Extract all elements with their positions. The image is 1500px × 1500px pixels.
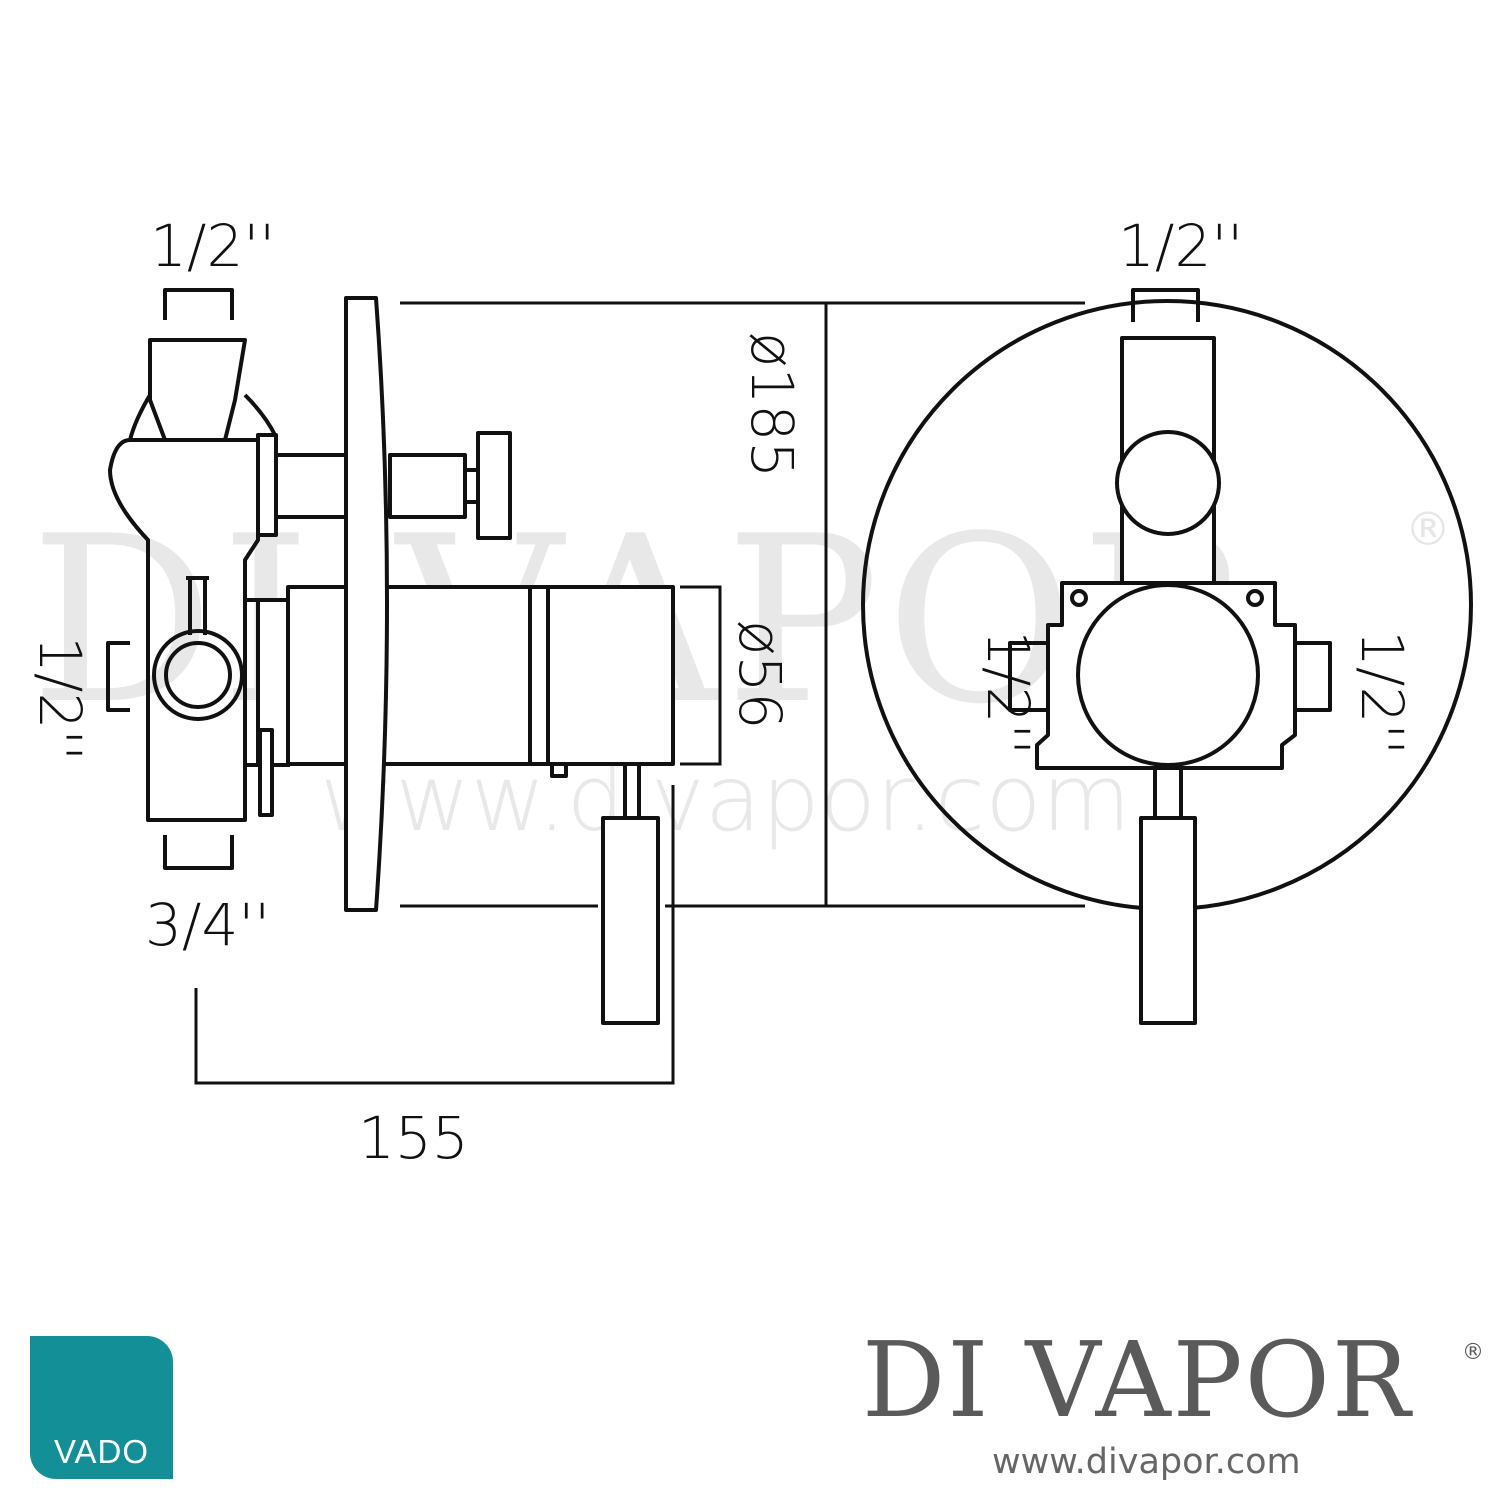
front-lever-handle — [1139, 816, 1197, 1025]
front-view — [861, 288, 1473, 1025]
side-diverter-spindle-out — [388, 453, 467, 519]
label-side-left-inlet: 1/2'' — [26, 636, 94, 761]
side-valve-body — [108, 438, 260, 822]
label-side-bottom-outlet: 3/4'' — [145, 891, 270, 959]
front-left-inlet — [1008, 641, 1048, 712]
side-faceplate — [344, 296, 389, 912]
side-port-inner — [164, 641, 232, 709]
label-face-diameter: ø185 — [738, 332, 806, 478]
front-lever-stem — [1153, 766, 1183, 822]
label-front-right-inlet: 1/2'' — [1348, 630, 1416, 755]
side-diverter-knob — [476, 431, 512, 540]
side-lever-stem — [623, 762, 641, 821]
dim-56-bracket — [680, 585, 722, 766]
label-body-diameter: ø56 — [726, 620, 794, 729]
vado-logo: VADO — [30, 1336, 173, 1479]
side-top-spout-flare — [128, 393, 277, 441]
label-front-top-inlet: 1/2'' — [1118, 212, 1243, 280]
label-depth: 155 — [358, 1104, 469, 1172]
front-screw-left — [1070, 589, 1088, 607]
front-right-inlet — [1295, 641, 1332, 712]
front-diverter-knob — [1115, 430, 1221, 536]
divapor-website: www.divapor.com — [992, 1442, 1301, 1482]
side-diverter-spindle — [274, 453, 350, 519]
vado-logo-text: VADO — [53, 1433, 150, 1470]
divapor-logo: DI VAPOR — [862, 1319, 1413, 1441]
dim-155-line — [194, 785, 675, 1085]
dimension-lines — [194, 301, 1085, 1085]
dimension-labels: 1/2'' 1/2'' 3/4'' ø185 ø56 155 1/2'' 1/2… — [26, 212, 1416, 1172]
divapor-registered-mark: ® — [1462, 1340, 1484, 1365]
side-port-outer — [152, 629, 244, 721]
watermark-registered: ® — [1405, 502, 1451, 556]
front-screw-right — [1246, 589, 1264, 607]
front-control-knob — [1076, 583, 1260, 767]
side-left-inlet-bracket — [106, 641, 130, 712]
side-cartridge-marker — [550, 762, 568, 778]
side-bottom-outlet-bracket — [163, 835, 234, 870]
label-front-left-inlet: 1/2'' — [974, 630, 1042, 755]
side-top-spout — [148, 338, 247, 442]
side-diverter-collar — [256, 433, 278, 537]
side-lever-handle — [601, 816, 660, 1025]
front-top-inlet-bracket — [1131, 288, 1200, 322]
side-top-inlet-bracket — [163, 288, 234, 320]
label-side-top-inlet: 1/2'' — [150, 212, 275, 280]
side-lower-stem — [258, 728, 274, 817]
side-view — [106, 288, 675, 1025]
